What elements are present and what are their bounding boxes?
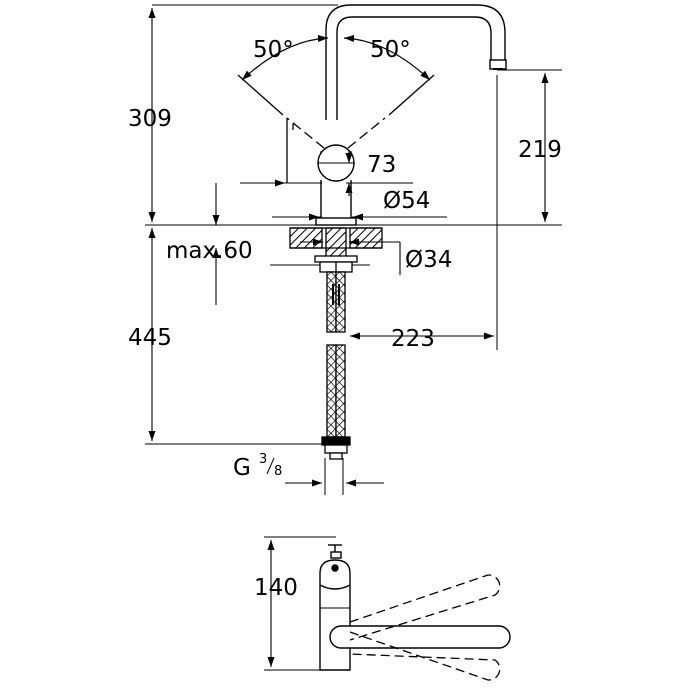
supply-hoses	[321, 271, 351, 460]
top-view-extension-lines	[264, 536, 336, 671]
top-view	[264, 536, 511, 681]
dim-34-label: Ø34	[405, 247, 452, 273]
dim-73-label: 73	[367, 152, 396, 178]
angle-arc-right	[343, 34, 431, 81]
dim-54-label: Ø54	[383, 188, 430, 214]
top-view-handle-swing	[349, 574, 501, 681]
dimension-lines	[148, 7, 549, 487]
dim-140-label: 140	[254, 575, 298, 601]
deck-section	[289, 227, 383, 273]
side-view	[145, 4, 562, 495]
angle-arc-left	[241, 34, 329, 81]
top-view-body	[319, 544, 351, 671]
dim-445-label: 445	[128, 325, 172, 351]
thread-numerator-label: 3	[259, 452, 267, 467]
thread-fraction-slash	[266, 457, 275, 475]
dim-max60-label: max.60	[166, 238, 253, 264]
dim-223-label: 223	[391, 326, 435, 352]
dim-50-left-label: 50°	[253, 37, 294, 63]
dim-309-label: 309	[128, 106, 172, 132]
dim-50-right-label: 50°	[370, 37, 411, 63]
dim-219-label: 219	[518, 137, 562, 163]
thread-g-label: G	[233, 455, 251, 481]
faucet-body	[315, 4, 507, 226]
handle-swing-lines	[237, 74, 435, 183]
thread-denominator-label: 8	[274, 464, 282, 479]
top-view-handle	[329, 625, 511, 649]
